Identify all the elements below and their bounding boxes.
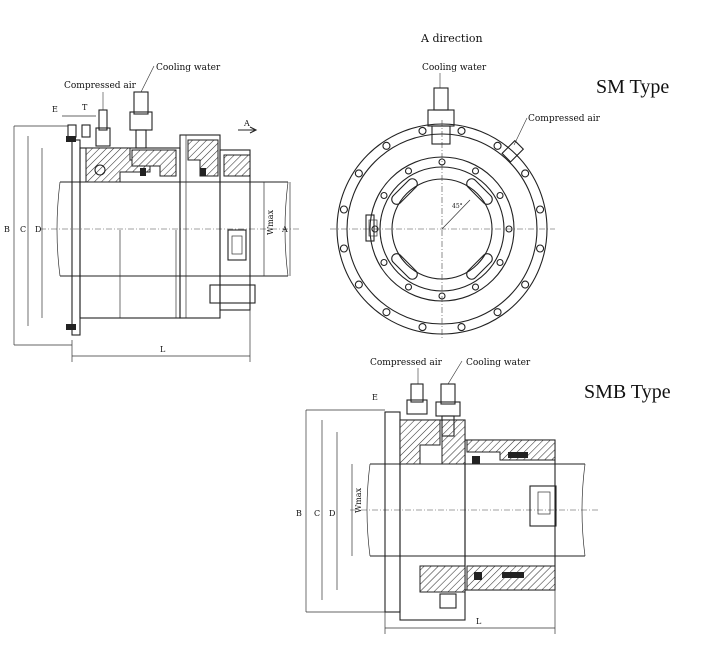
svg-text:45°: 45° bbox=[452, 203, 463, 210]
sm-dim-A: A bbox=[281, 225, 288, 234]
outer-bolt-hole bbox=[493, 141, 502, 150]
outer-bolt-hole bbox=[521, 169, 530, 178]
inner-bolt-hole bbox=[438, 292, 446, 300]
slot-opening bbox=[466, 178, 493, 205]
sm-compressed-air-label: Compressed air bbox=[64, 81, 137, 91]
outer-bolt-hole bbox=[418, 323, 427, 332]
inner-bolt-hole bbox=[438, 158, 446, 166]
outer-bolt-hole bbox=[457, 323, 466, 332]
smb-dim-B: B bbox=[296, 509, 302, 518]
smb-side-view: SMB Type Compressed air Cooling water bbox=[296, 358, 671, 634]
smb-dim-L: L bbox=[476, 617, 482, 626]
slot-openings bbox=[391, 178, 493, 280]
outer-bolt-hole bbox=[457, 126, 466, 135]
sm-dim-max: Wmax bbox=[266, 209, 275, 235]
outer-bolt-hole bbox=[354, 169, 363, 178]
front-cooling-water-label: Cooling water bbox=[422, 63, 487, 73]
smb-type-title: SMB Type bbox=[584, 381, 671, 403]
sm-cooling-water-label: Cooling water bbox=[156, 63, 221, 73]
outer-bolt-hole bbox=[418, 126, 427, 135]
slot-opening bbox=[466, 253, 493, 280]
smb-dim-D: D bbox=[329, 509, 335, 518]
outer-bolt-hole bbox=[493, 308, 502, 317]
inner-bolt-hole bbox=[496, 258, 504, 267]
sm-type-title: SM Type bbox=[596, 76, 669, 98]
inner-bolt-hole bbox=[505, 225, 513, 233]
smb-cooling-water-label: Cooling water bbox=[466, 358, 531, 368]
outer-bolt-hole bbox=[382, 308, 391, 317]
inner-bolt-hole bbox=[471, 167, 480, 175]
sm-arrow-A: A bbox=[243, 119, 250, 128]
smb-dim-C: C bbox=[314, 509, 320, 518]
sm-dim-D: D bbox=[35, 225, 41, 234]
slot-opening bbox=[391, 253, 418, 280]
inner-bolt-hole bbox=[496, 191, 504, 200]
outer-bolt-hole bbox=[354, 280, 363, 289]
a-direction-label: A direction bbox=[420, 32, 483, 45]
smb-compressed-air-label: Compressed air bbox=[370, 358, 443, 368]
outer-bolt-hole bbox=[536, 244, 545, 253]
smb-dim-E: E bbox=[372, 393, 378, 402]
inner-bolt-hole bbox=[380, 258, 388, 267]
smb-dim-max: Wmax bbox=[354, 487, 363, 513]
sm-dim-C: C bbox=[20, 225, 26, 234]
outer-bolt-hole bbox=[521, 280, 530, 289]
slot-opening bbox=[391, 178, 418, 205]
inner-bolt-hole bbox=[380, 191, 388, 200]
sm-dim-E: E bbox=[52, 105, 58, 114]
inner-bolt-holes bbox=[371, 158, 513, 300]
inner-bolt-hole bbox=[404, 283, 413, 291]
sm-side-view: Compressed air Cooling water E T A B C D… bbox=[4, 63, 300, 362]
outer-bolt-hole bbox=[536, 205, 545, 214]
front-compressed-air-label: Compressed air bbox=[528, 114, 601, 124]
sm-front-view: A direction Cooling water Compressed air… bbox=[330, 32, 669, 338]
inner-bolt-hole bbox=[471, 283, 480, 291]
inner-bolt-hole bbox=[371, 225, 379, 233]
outer-bolt-holes bbox=[339, 126, 545, 332]
outer-bolt-hole bbox=[339, 205, 348, 214]
sm-dim-L: L bbox=[160, 345, 166, 354]
sm-dim-T: T bbox=[82, 103, 88, 112]
outer-bolt-hole bbox=[382, 141, 391, 150]
outer-bolt-hole bbox=[339, 244, 348, 253]
sm-dim-B: B bbox=[4, 225, 10, 234]
inner-bolt-hole bbox=[404, 167, 413, 175]
